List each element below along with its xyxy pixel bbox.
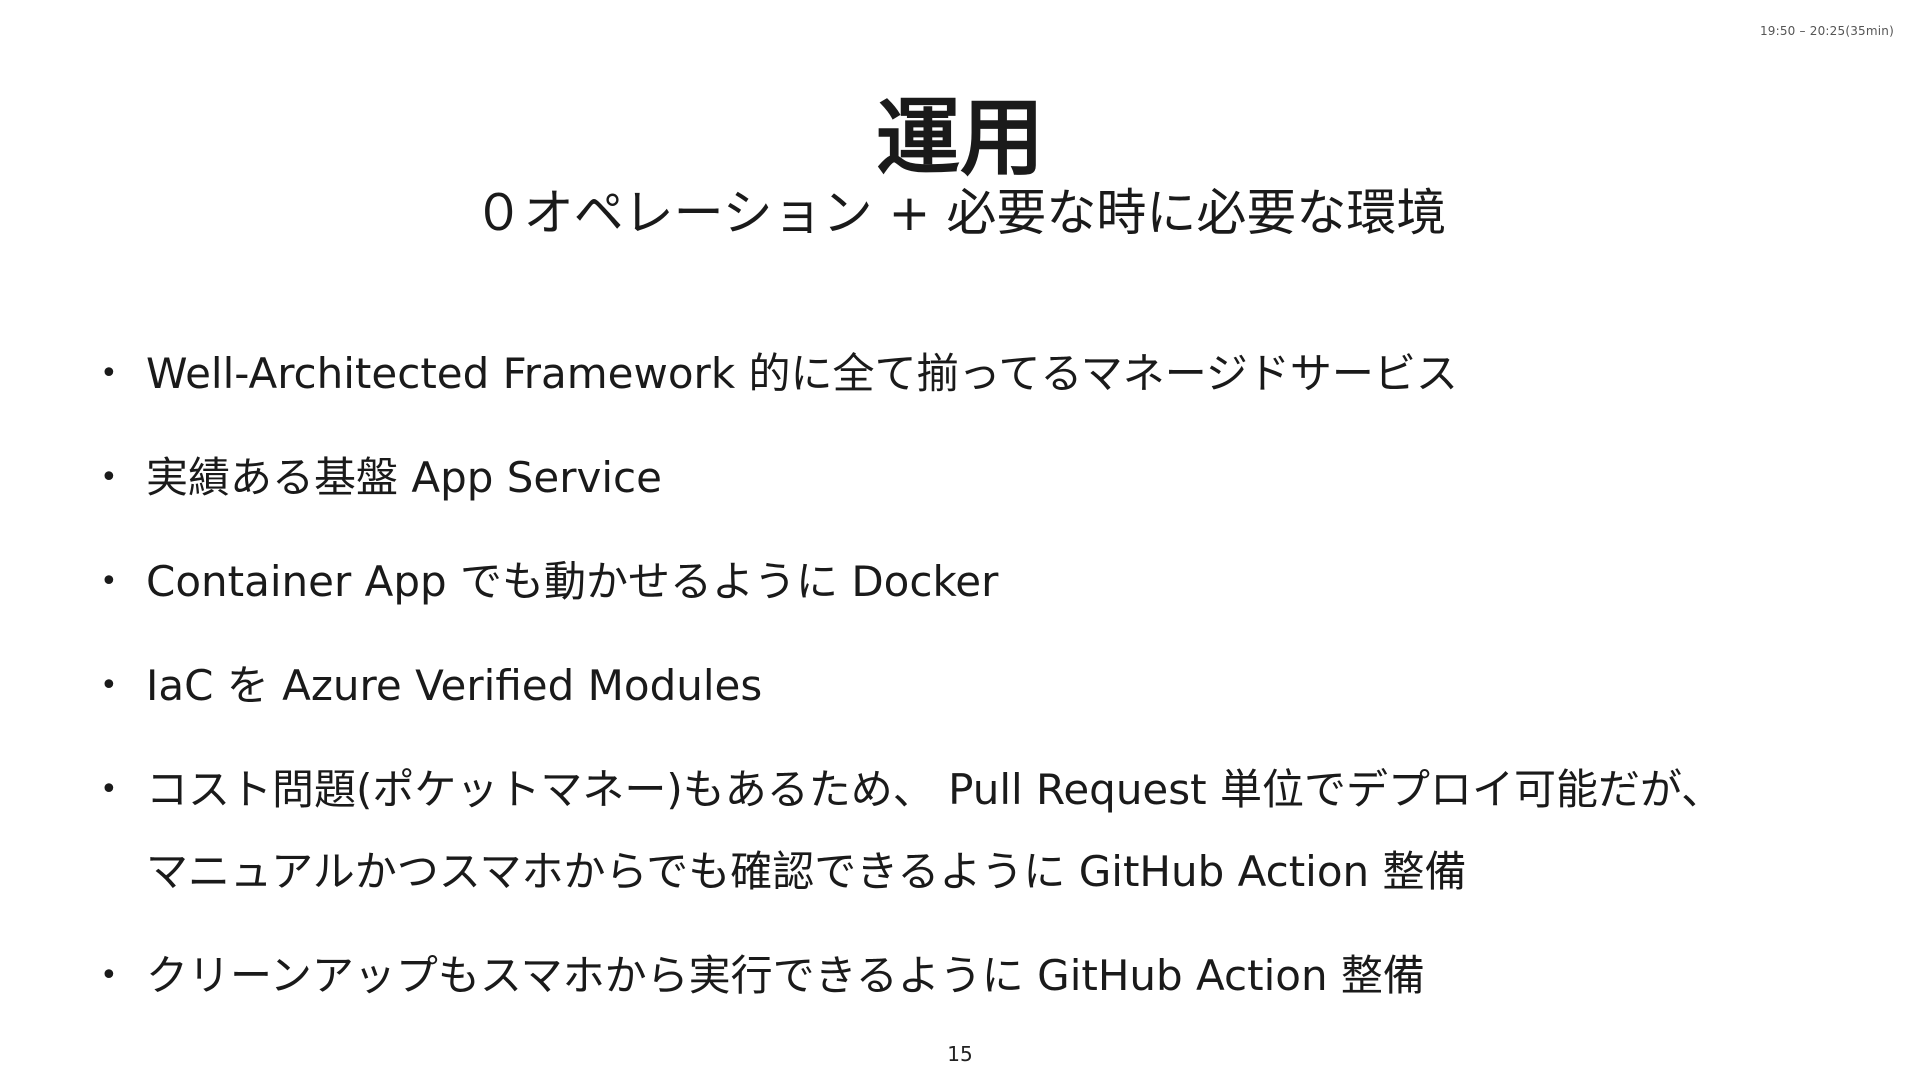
bullet-marker: • — [100, 958, 118, 993]
list-item-text: IaC を Azure Verified Modules — [146, 661, 763, 710]
list-item-text: Well-Architected Framework 的に全て揃ってるマネージド… — [146, 349, 1458, 398]
slide-subtitle: ０オペレーション + 必要な時に必要な環境 — [473, 184, 1447, 242]
list-item-text: Container App でも動かせるように Docker — [146, 557, 999, 606]
list-item-text: クリーンアップもスマホから実行できるように GitHub Action 整備 — [146, 951, 1425, 1000]
page-number: 15 — [947, 1042, 973, 1066]
list-item: • Well-Architected Framework 的に全て揃ってるマネー… — [100, 333, 1880, 415]
list-item-text-line-2: マニュアルかつスマホからでも確認できるように GitHub Action 整備 — [146, 847, 1467, 896]
bullet-marker: • — [100, 460, 118, 495]
list-item: • 実績ある基盤 App Service — [100, 437, 1880, 519]
list-item-text: 実績ある基盤 App Service — [146, 453, 662, 502]
bullet-marker: • — [100, 668, 118, 703]
bullet-marker: • — [100, 356, 118, 391]
slide-title: 運用 — [875, 89, 1044, 187]
list-item: • IaC を Azure Verified Modules — [100, 645, 1880, 727]
list-item: • クリーンアップもスマホから実行できるように GitHub Action 整備 — [100, 935, 1880, 1017]
list-item: • コスト問題(ポケットマネー)もあるため、 Pull Request 単位でデ… — [100, 749, 1880, 913]
list-item: • Container App でも動かせるように Docker — [100, 541, 1880, 623]
session-time-range: 19:50 – 20:25(35min) — [1759, 24, 1894, 38]
list-item-text-line-1: コスト問題(ポケットマネー)もあるため、 Pull Request 単位でデプロ… — [146, 765, 1724, 814]
bullet-marker: • — [100, 564, 118, 599]
bullet-marker: • — [100, 772, 118, 807]
